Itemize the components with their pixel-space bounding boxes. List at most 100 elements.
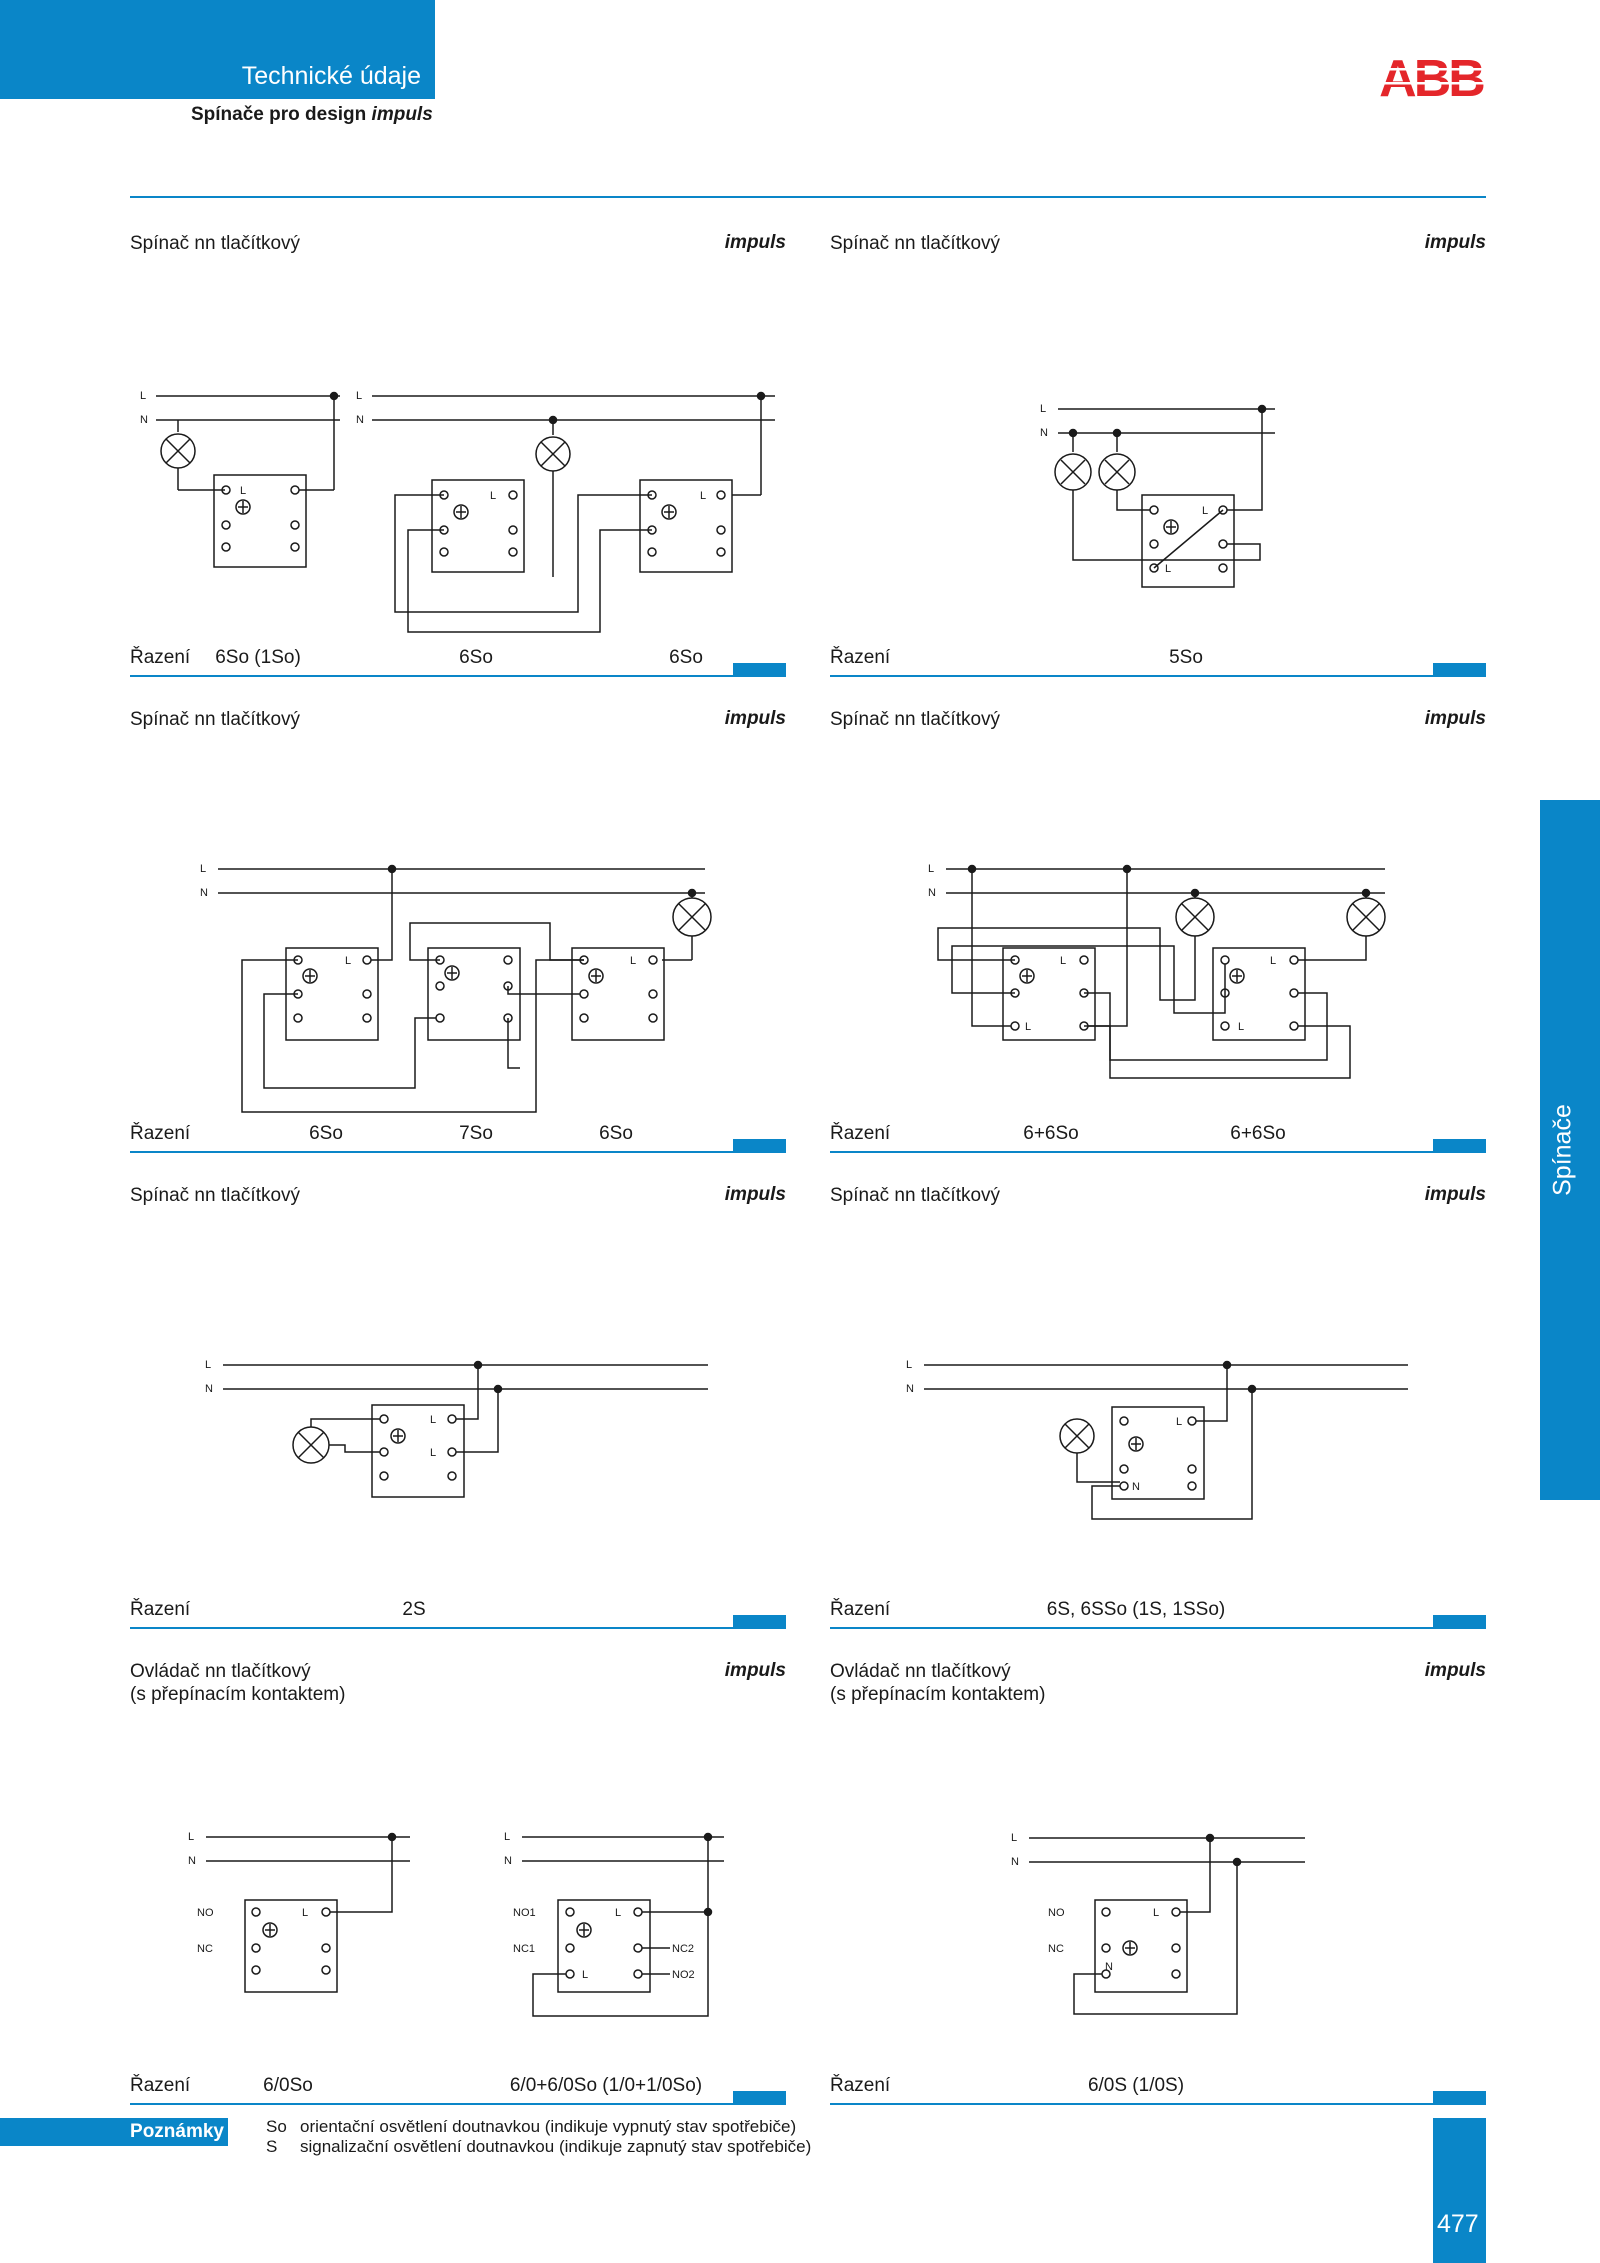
wire-label: NC1	[513, 1943, 535, 1955]
razeni-value: 6So	[599, 1123, 633, 1144]
razeni-label: Řazení	[830, 2075, 891, 2096]
wire-label: L	[345, 955, 351, 967]
razeni-value: 5So	[1169, 647, 1203, 668]
razeni-divider	[130, 1627, 786, 1629]
wire-label: L	[1202, 505, 1208, 517]
header-divider	[130, 196, 1486, 198]
razeni-divider	[830, 2103, 1486, 2105]
razeni-value: 6S, 6SSo (1S, 1SSo)	[1046, 1599, 1226, 1620]
wire-label: L	[1011, 1832, 1017, 1844]
wire-label: N	[1132, 1481, 1140, 1493]
panel-title: Spínač nn tlačítkový	[830, 1185, 1001, 1206]
razeni-label: Řazení	[130, 2075, 191, 2096]
wire-label: NO2	[672, 1969, 695, 1981]
wire-label: L	[906, 1359, 912, 1371]
razeni-marker	[1433, 2091, 1486, 2105]
wire-label: N	[1105, 1961, 1113, 1973]
note-abbr: S	[266, 2137, 278, 2156]
razeni-marker	[1433, 1615, 1486, 1629]
note-text: signalizační osvětlení doutnavkou (indik…	[300, 2137, 812, 2156]
wire-label: L	[615, 1907, 621, 1919]
wire-label: N	[1011, 1856, 1019, 1868]
razeni-row: Řazení 6/0So 6/0+6/0So (1/0+1/0So)	[130, 2075, 786, 2105]
razeni-label: Řazení	[830, 1599, 891, 1620]
wire-label: N	[200, 887, 208, 899]
wire-label: L	[188, 1831, 194, 1843]
razeni-marker	[733, 1615, 786, 1629]
razeni-row: 6So 7So 6So Řazení	[130, 1123, 786, 1153]
wiring-diagram: L N L L	[205, 1359, 708, 1498]
wire-label: L	[1270, 955, 1276, 967]
wire-label: L	[430, 1447, 436, 1459]
wire-label: N	[140, 414, 148, 426]
razeni-divider	[130, 675, 786, 677]
side-tab-label: Spínače	[1548, 1104, 1577, 1196]
wire-label: L	[140, 390, 146, 402]
razeni-label: Řazení	[130, 1599, 191, 1620]
razeni-value: 6/0+6/0So (1/0+1/0So)	[509, 2075, 703, 2096]
panel-brand: impuls	[1424, 232, 1486, 253]
razeni-row: Řazení 2S	[130, 1599, 786, 1629]
razeni-row: Řazení 6So (1So) 6So 6So	[130, 647, 786, 677]
panel-title: Ovládač nn tlačítkový (s přepínacím kont…	[830, 1661, 1046, 1705]
wire-label: L	[240, 485, 246, 497]
razeni-divider	[830, 675, 1486, 677]
razeni-row: Řazení 6/0S (1/0S)	[830, 2075, 1486, 2105]
razeni-value: 7So	[459, 1123, 493, 1144]
panel-title: Spínač nn tlačítkový	[130, 709, 301, 730]
panel-brand: impuls	[1424, 708, 1486, 729]
wire-label: L	[700, 490, 706, 502]
panel-brand: impuls	[724, 232, 786, 253]
note-abbr: So	[266, 2117, 287, 2136]
page-number: 477	[1437, 2210, 1479, 2238]
wiring-diagram: L N L N	[906, 1359, 1408, 1520]
page-subtitle: Spínače pro design impuls	[191, 104, 433, 126]
page-title: Technické údaje	[241, 62, 421, 90]
razeni-marker	[1433, 1139, 1486, 1153]
panel-title: Ovládač nn tlačítkový (s přepínacím kont…	[130, 1661, 346, 1705]
wire-label: N	[356, 414, 364, 426]
wire-label: NO1	[513, 1907, 536, 1919]
wire-label: L	[582, 1969, 588, 1981]
wire-label: N	[504, 1855, 512, 1867]
wiring-diagram: L N L L	[1040, 403, 1275, 588]
razeni-value: 6+6So	[1230, 1123, 1286, 1144]
wire-label: L	[1153, 1907, 1159, 1919]
wire-label: L	[205, 1359, 211, 1371]
razeni-marker	[733, 1139, 786, 1153]
wiring-diagram: L N NO NC L N	[1011, 1832, 1305, 2015]
wire-label: NC	[1048, 1943, 1064, 1955]
wire-label: N	[1040, 427, 1048, 439]
razeni-value: 2S	[402, 1599, 426, 1620]
panel-title: Spínač nn tlačítkový	[830, 233, 1001, 254]
razeni-value: 6So	[459, 647, 493, 668]
wire-label: L	[1238, 1021, 1244, 1033]
wire-label: L	[430, 1414, 436, 1426]
razeni-divider	[830, 1151, 1486, 1153]
razeni-divider	[830, 1627, 1486, 1629]
razeni-value: 6So	[309, 1123, 343, 1144]
wire-label: L	[302, 1907, 308, 1919]
panel-brand: impuls	[1424, 1184, 1486, 1205]
side-tab	[1540, 800, 1600, 1500]
wiring-diagram: L N NO NC L L N NO1 NC1	[188, 1831, 724, 2017]
notes-tab: Poznámky	[0, 2118, 228, 2146]
wire-label: L	[1176, 1416, 1182, 1428]
razeni-divider	[130, 2103, 786, 2105]
wire-label: L	[504, 1831, 510, 1843]
header-tab: Technické údaje	[0, 0, 435, 99]
panel-title: Spínač nn tlačítkový	[130, 1185, 301, 1206]
wire-label: NC	[197, 1943, 213, 1955]
wire-label: L	[928, 863, 934, 875]
wire-label: NO	[1048, 1907, 1065, 1919]
panel-title: Spínač nn tlačítkový	[130, 233, 301, 254]
razeni-row: Řazení 6S, 6SSo (1S, 1SSo)	[830, 1599, 1486, 1629]
panel-brand: impuls	[724, 1660, 786, 1681]
wire-label: L	[1025, 1021, 1031, 1033]
wire-label: L	[200, 863, 206, 875]
wiring-diagram: L N L L L	[928, 863, 1386, 1079]
wire-label: L	[1040, 403, 1046, 415]
wire-label: L	[490, 490, 496, 502]
wire-label: N	[906, 1383, 914, 1395]
